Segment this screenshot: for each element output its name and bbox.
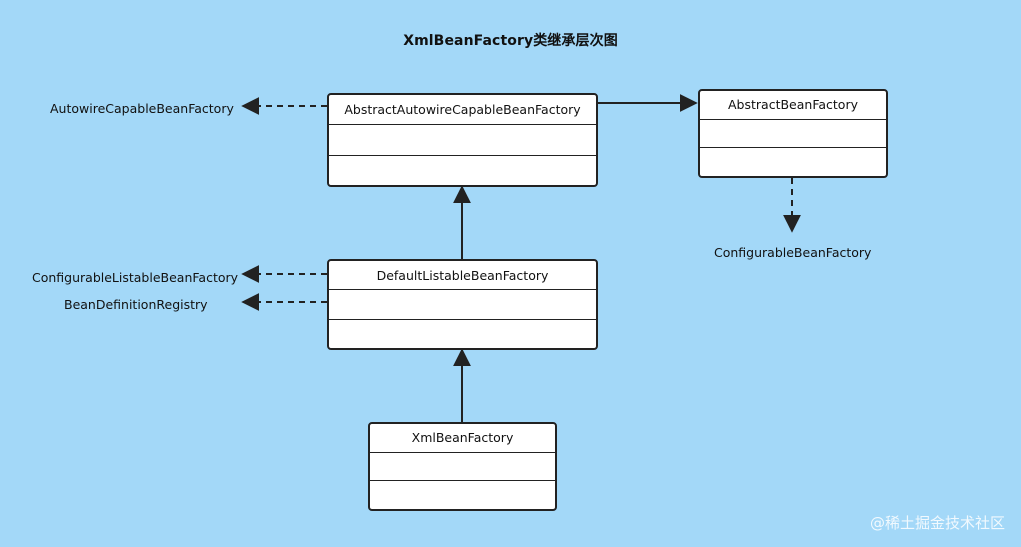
class-name: XmlBeanFactory — [411, 430, 514, 446]
class-methods-section — [329, 154, 596, 185]
bean-definition-registry-label: BeanDefinitionRegistry — [64, 297, 208, 312]
abstract-autowire-capable-bean-factory-box: AbstractAutowireCapableBeanFactory — [327, 93, 598, 187]
configurable-listable-bean-factory-label: ConfigurableListableBeanFactory — [32, 270, 239, 285]
default-listable-bean-factory-box: DefaultListableBeanFactory — [327, 259, 598, 350]
class-attributes-section — [700, 118, 886, 148]
diagram-title: XmlBeanFactory类继承层次图 — [403, 33, 618, 49]
class-attributes-section — [329, 289, 596, 318]
class-name: AbstractAutowireCapableBeanFactory — [344, 102, 581, 118]
class-methods-section — [370, 480, 555, 509]
abstract-bean-factory-box: AbstractBeanFactory — [698, 89, 888, 178]
configurable-bean-factory-label: ConfigurableBeanFactory — [714, 245, 872, 260]
class-methods-section — [700, 147, 886, 176]
class-name: DefaultListableBeanFactory — [376, 267, 549, 283]
class-methods-section — [329, 318, 596, 348]
class-attributes-section — [370, 451, 555, 481]
class-name: AbstractBeanFactory — [728, 97, 858, 113]
xml-bean-factory-box: XmlBeanFactory — [368, 422, 557, 511]
class-attributes-section — [329, 124, 596, 154]
autowire-capable-bean-factory-label: AutowireCapableBeanFactory — [50, 101, 234, 116]
watermark: @稀土掘金技术社区 — [869, 514, 1005, 532]
